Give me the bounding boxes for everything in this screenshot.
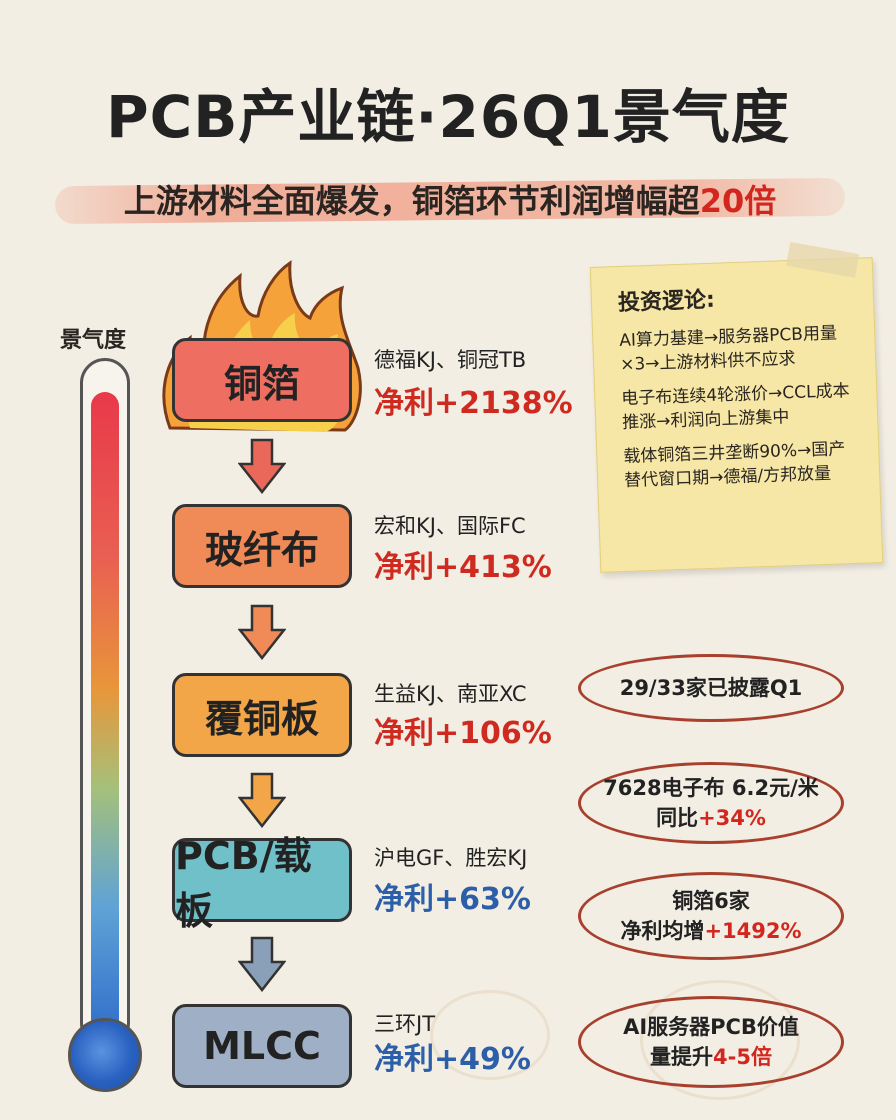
- callout-copper-foil: 铜箔6家 净利均增+1492%: [578, 872, 844, 960]
- company-list: 宏和KJ、国际FC: [374, 514, 526, 538]
- profit-growth: 净利+49%: [374, 1042, 531, 1077]
- stage-label: 覆铜板: [204, 696, 319, 741]
- stage-label: MLCC: [203, 1024, 321, 1068]
- callout-highlight: +1492%: [704, 919, 802, 943]
- stage-label: PCB/载板: [175, 834, 312, 933]
- paper-stain: [430, 990, 550, 1080]
- subtitle-banner: 上游材料全面爆发，铜箔环节利润增幅超20倍: [54, 168, 846, 225]
- callout-highlight: 4-5倍: [713, 1045, 772, 1069]
- callout-highlight: +34%: [698, 806, 766, 830]
- company-list: 沪电GF、胜宏KJ: [374, 846, 528, 870]
- down-arrow-icon: [238, 936, 286, 992]
- investment-thesis-note: 投资逻论: AI算力基建→服务器PCB用量×3→上游材料供不应求 电子布连续4轮…: [589, 242, 884, 573]
- company-list: 三环JT: [374, 1012, 436, 1036]
- down-arrow-icon: [238, 438, 286, 494]
- note-paragraph: 电子布连续4轮涨价→CCL成本推涨→利润向上游集中: [621, 381, 850, 433]
- callout-text: 同比: [656, 806, 699, 830]
- note-paragraph: AI算力基建→服务器PCB用量×3→上游材料供不应求: [618, 323, 838, 376]
- callout-disclosed: 29/33家已披露Q1: [578, 654, 844, 722]
- callout-glass-cloth-price: 7628电子布 6.2元/米 同比+34%: [578, 762, 844, 844]
- callout-line: 量提升4-5倍: [650, 1042, 772, 1072]
- stage-ccl: 覆铜板: [172, 673, 352, 757]
- callout-line: 净利均增+1492%: [620, 916, 801, 946]
- stage-label: 铜箔: [223, 361, 300, 406]
- profit-growth: 净利+2138%: [374, 386, 573, 421]
- stage-glass-fiber: 玻纤布: [172, 504, 352, 588]
- tape: [786, 242, 860, 278]
- subtitle-text: 上游材料全面爆发，铜箔环节利润增幅超: [123, 182, 700, 220]
- callout-line: 7628电子布 6.2元/米: [603, 776, 819, 800]
- profit-growth: 净利+413%: [374, 550, 552, 585]
- subtitle-highlight: 20倍: [699, 182, 777, 220]
- callout-line: 29/33家已披露Q1: [619, 676, 803, 700]
- company-list: 生益KJ、南亚XC: [374, 682, 527, 706]
- page-title: PCB产业链·26Q1景气度: [106, 83, 790, 151]
- callout-line: 同比+34%: [656, 803, 766, 833]
- thermometer-bulb: [68, 1018, 142, 1092]
- profit-growth: 净利+63%: [374, 882, 531, 917]
- callout-ai-server: AI服务器PCB价值 量提升4-5倍: [578, 996, 844, 1088]
- stage-label: 玻纤布: [204, 527, 319, 572]
- thermometer-label: 景气度: [60, 328, 127, 353]
- company-list: 德福KJ、铜冠TB: [374, 348, 527, 372]
- callout-text: 净利均增: [620, 919, 705, 943]
- note-paragraph: 载体铜箔三井垄断90%→国产替代窗口期→德福/方邦放量: [623, 439, 846, 491]
- profit-growth: 净利+106%: [374, 716, 552, 751]
- callout-line: AI服务器PCB价值: [623, 1015, 799, 1039]
- subtitle: 上游材料全面爆发，铜箔环节利润增幅超20倍: [55, 176, 845, 222]
- stage-copper-foil: 铜箔: [172, 338, 352, 422]
- callout-text: 量提升: [650, 1045, 714, 1069]
- stage-mlcc: MLCC: [172, 1004, 352, 1088]
- stage-pcb: PCB/载板: [172, 834, 352, 933]
- callout-line: 铜箔6家: [672, 889, 750, 913]
- down-arrow-icon: [238, 772, 286, 828]
- thermometer-gradient: [91, 392, 119, 1052]
- down-arrow-icon: [238, 604, 286, 660]
- note-title: 投资逻论:: [617, 287, 716, 317]
